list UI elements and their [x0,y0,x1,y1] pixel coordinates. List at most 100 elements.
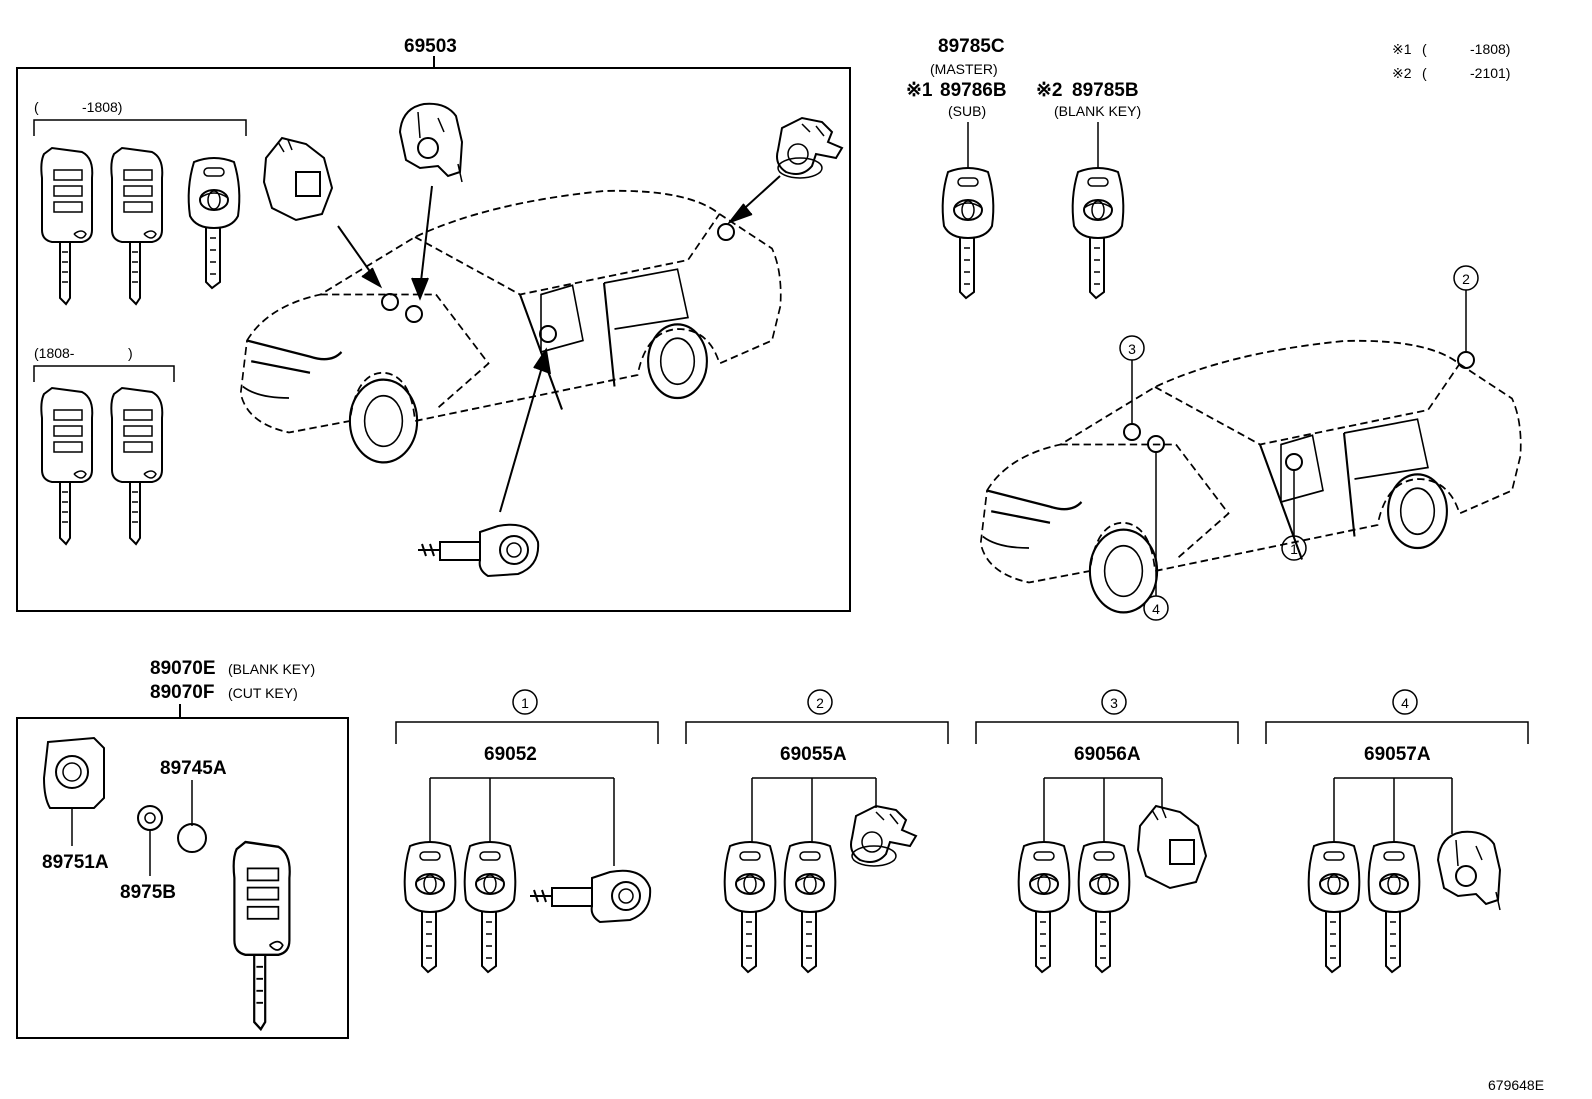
set3-part: 69056A [1074,744,1141,765]
remote-box: 89070E (BLANK KEY) 89070F (CUT KEY) 8975… [16,658,349,1039]
kit-lower-bracket [33,365,175,382]
kit-lower-range: (1808- [34,345,75,361]
set3-key-1 [1017,841,1071,973]
battery-a [177,823,207,853]
set3-key-2 [1077,841,1131,973]
set3-callout: 3 [1110,695,1118,711]
remote-flip-key [232,840,291,1031]
loc-callout-3: 3 [1128,341,1136,357]
kit-door-cylinder [417,523,540,577]
case-part: 89751A [42,852,109,873]
loc-callout-4-ring [1143,595,1169,621]
kit-lock-spot-door [539,325,557,343]
loc-callout-3-ring [1119,335,1145,361]
set2-bracket [685,721,949,744]
kit-glove-lock [263,137,333,221]
note2-open: ( [1422,65,1427,81]
kit-lock-spot-trunk [717,223,735,241]
set2-key-2 [783,841,837,973]
loc-callout-2-ring [1453,265,1479,291]
kit-frame [16,67,851,612]
master-note: (MASTER) [930,61,998,77]
set2-callout: 2 [816,695,824,711]
battery-a-part: 89745A [160,758,227,779]
kit-std-key [187,157,241,289]
sub-mark: ※1 [906,80,933,101]
set4-part: 69057A [1364,744,1431,765]
battery-b-part: 8975B [120,882,176,903]
diagram-id: 679648E [1488,1077,1544,1093]
kit-ign-lock [399,102,463,183]
loc-leaders [1131,290,1467,596]
note2-mark: ※2 [1392,65,1412,81]
kit-flip-key-4 [110,387,164,545]
loc-callout-1-ring [1281,535,1307,561]
set1-callout: 1 [521,695,529,711]
kit-flip-key-2 [110,147,164,305]
loc-spot-3 [1123,423,1141,441]
set3-callout-ring [1101,689,1127,715]
set4-ign-lock [1437,830,1501,911]
set1-callout-ring [512,689,538,715]
remote-frame [16,717,349,1039]
kit-lock-spot-ign [405,305,423,323]
loc-spot-2 [1457,351,1475,369]
set1-key-2 [463,841,517,973]
set3-leaders [1043,777,1163,842]
master-part: 89785C [938,36,1005,57]
cylinder-set-3: 3 69056A [975,689,1239,973]
kit-part-number: 69503 [404,36,457,57]
notes-block: ※1 ( -1808) ※2 ( -2101) [1392,41,1510,81]
location-car-group: 3 2 1 4 [979,265,1522,621]
set3-bracket [975,721,1239,744]
loc-callout-4: 4 [1152,601,1160,617]
cylinder-set-1: 1 69052 [395,689,659,973]
kit-upper-bracket [33,119,247,136]
set2-leaders [751,777,877,842]
note1-open: ( [1422,41,1427,57]
remote-part-cut-note: (CUT KEY) [228,685,298,701]
kit-trunk-lock [776,117,843,179]
kit-lock-spot-glove [381,293,399,311]
set1-part: 69052 [484,744,537,765]
kit-upper-range: -1808) [82,99,122,115]
set2-key-1 [723,841,777,973]
kit-car [239,189,782,464]
set1-door-cylinder [529,869,652,923]
kit-box: 69503 ( -1808) (1808- ) [16,36,851,612]
battery-b-inner [144,812,156,824]
kit-flip-key-3 [40,387,94,545]
master-keys-group: 89785C (MASTER) ※1 89786B (SUB) ※2 89785… [906,36,1141,299]
kit-upper-open: ( [34,99,39,115]
set2-part: 69055A [780,744,847,765]
kit-arrows [337,175,781,513]
cylinder-set-2: 2 69055A [685,689,949,973]
note1-range: -1808) [1470,41,1510,57]
location-car [979,339,1522,614]
loc-spot-1 [1285,453,1303,471]
loc-callout-2: 2 [1462,271,1470,287]
set2-callout-ring [807,689,833,715]
set4-key-2 [1367,841,1421,973]
blank-mark: ※2 [1036,80,1063,101]
cylinder-set-4: 4 69057A [1265,689,1529,973]
set4-callout-ring [1392,689,1418,715]
note1-mark: ※1 [1392,41,1412,57]
master-key [941,167,995,299]
kit-flip-key-1 [40,147,94,305]
kit-lower-close: ) [128,345,133,361]
battery-b [137,805,163,831]
remote-part-cut: 89070F [150,682,214,703]
blank-note: (BLANK KEY) [1054,103,1141,119]
note2-range: -2101) [1470,65,1510,81]
remote-part-blank-note: (BLANK KEY) [228,661,315,677]
loc-callout-1: 1 [1290,541,1298,557]
set1-leaders [429,777,615,866]
remote-case [42,736,105,809]
set1-key-1 [403,841,457,973]
blank-key [1071,167,1125,299]
set4-key-1 [1307,841,1361,973]
set1-bracket [395,721,659,744]
remote-part-blank: 89070E [150,658,216,679]
